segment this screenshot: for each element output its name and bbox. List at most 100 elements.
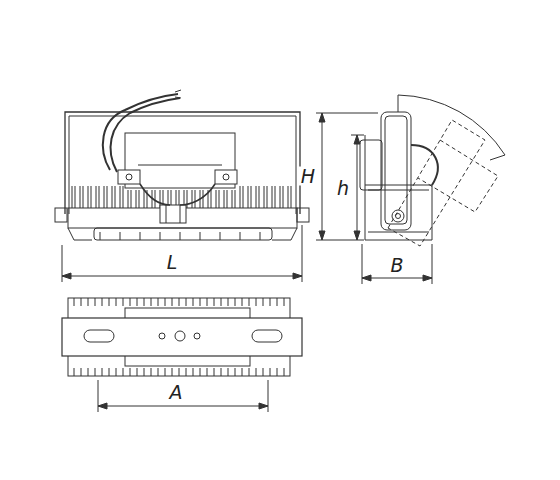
drawing-stroke	[187, 190, 188, 208]
drawing-stroke	[362, 278, 432, 279]
drawing-stroke	[256, 298, 257, 306]
drawing-stroke	[128, 190, 129, 208]
drawing-stroke	[193, 298, 194, 306]
drawing-stroke	[98, 380, 268, 412]
drawing-stroke	[179, 368, 180, 376]
drawing-stroke	[283, 186, 284, 208]
drawing-stroke	[160, 205, 186, 223]
drawing-stroke	[96, 186, 97, 208]
dimension-label: L	[165, 253, 180, 272]
drawing-stroke	[193, 368, 194, 376]
drawing-stroke	[203, 190, 204, 208]
drawing-stroke	[221, 298, 222, 306]
drawing-stroke	[104, 186, 105, 208]
drawing-stroke	[179, 298, 180, 306]
drawing-stroke	[158, 368, 159, 376]
drawing-stroke	[130, 298, 131, 306]
drawing-stroke	[116, 368, 117, 376]
drawing-stroke	[118, 170, 140, 184]
drawing-stroke	[256, 368, 257, 376]
drawing-stroke	[385, 116, 407, 224]
drawing-stroke	[62, 318, 302, 356]
drawing-stroke	[368, 190, 429, 232]
drawing-stroke	[211, 190, 212, 208]
drawing-stroke	[362, 275, 432, 281]
drawing-stroke	[83, 186, 84, 208]
drawing-stroke	[94, 228, 272, 240]
dimension-label: A	[168, 383, 185, 402]
drawing-stroke	[68, 228, 297, 240]
drawing-stroke	[252, 330, 282, 342]
drawing-stroke	[195, 190, 196, 208]
drawing-stroke	[139, 190, 140, 208]
drawing-stroke	[144, 298, 145, 306]
drawing-stroke	[159, 333, 165, 339]
drawing-stroke	[214, 368, 215, 376]
drawing-stroke	[112, 186, 113, 208]
drawing-stroke	[84, 330, 114, 342]
drawing-stroke	[248, 186, 249, 208]
drawing-stroke	[98, 403, 268, 409]
drawing-stroke	[72, 186, 73, 208]
drawing-stroke	[280, 186, 281, 208]
drawing-stroke	[270, 368, 271, 376]
drawing-stroke	[223, 174, 229, 180]
drawing-stroke	[95, 368, 96, 376]
drawing-stroke	[259, 186, 260, 208]
drawing-stroke	[392, 210, 404, 222]
drawing-stroke	[272, 186, 273, 208]
drawing-stroke	[109, 368, 110, 376]
drawing-stroke	[215, 170, 237, 184]
drawing-stroke	[418, 140, 498, 212]
dimension-label: h	[335, 179, 351, 198]
drawing-stroke	[263, 298, 264, 306]
drawing-stroke	[267, 186, 268, 208]
drawing-stroke	[277, 298, 278, 306]
drawing-stroke	[243, 186, 244, 208]
drawing-stroke	[116, 298, 117, 306]
drawing-stroke	[256, 186, 257, 208]
drawing-stroke	[158, 298, 159, 306]
drawing-stroke	[251, 186, 252, 208]
drawing-stroke	[200, 298, 201, 306]
dimension-label: H	[299, 167, 317, 186]
drawing-stroke	[88, 186, 89, 208]
drawing-stroke	[172, 368, 173, 376]
drawing-stroke	[388, 120, 485, 246]
top-view	[62, 298, 302, 412]
drawing-stroke	[381, 112, 411, 230]
drawing-stroke	[288, 186, 289, 208]
drawing-stroke	[88, 368, 89, 376]
drawing-stroke	[88, 298, 89, 306]
drawing-stroke	[235, 368, 236, 376]
drawing-stroke	[249, 368, 250, 376]
drawing-stroke	[111, 98, 180, 172]
drawing-stroke	[120, 186, 121, 208]
drawing-stroke	[175, 90, 181, 98]
drawing-stroke	[362, 244, 432, 284]
drawing-stroke	[207, 298, 208, 306]
drawing-stroke	[80, 186, 81, 208]
drawing-stroke	[62, 225, 302, 282]
drawing-stroke	[207, 368, 208, 376]
drawing-stroke	[74, 368, 75, 376]
drawing-stroke	[100, 232, 260, 240]
drawing-stroke	[219, 190, 220, 208]
drawing-stroke	[140, 184, 215, 205]
drawing-stroke	[249, 298, 250, 306]
drawing-stroke	[130, 368, 131, 376]
drawing-stroke	[263, 368, 264, 376]
drawing-stroke	[275, 186, 276, 208]
drawing-stroke	[277, 368, 278, 376]
drawing-stroke	[81, 298, 82, 306]
drawing-stroke	[194, 333, 200, 339]
drawing-stroke	[81, 368, 82, 376]
drawing-stroke	[155, 190, 156, 208]
drawing-stroke	[200, 368, 201, 376]
drawing-stroke	[186, 298, 187, 306]
drawing-stroke	[123, 298, 124, 306]
drawing-stroke	[175, 331, 185, 341]
drawing-stroke	[123, 368, 124, 376]
